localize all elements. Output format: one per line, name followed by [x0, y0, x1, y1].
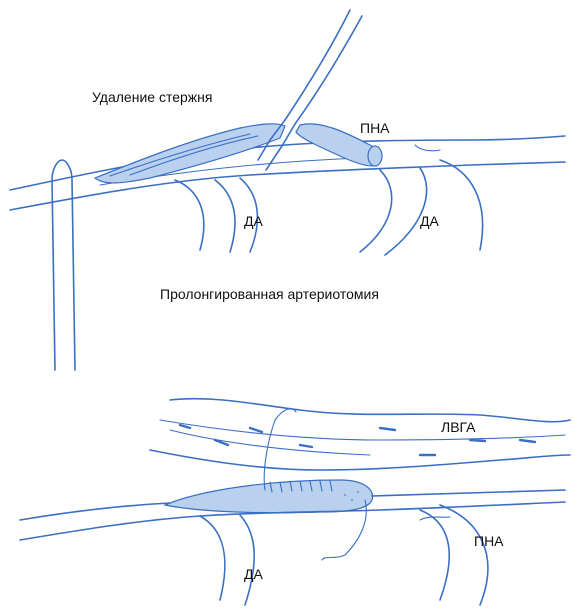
label-pna-bottom: ПНА	[474, 534, 504, 548]
label-da-bottom: ДА	[244, 567, 263, 581]
label-da-left: ДА	[244, 214, 263, 228]
label-da-right: ДА	[420, 214, 439, 228]
pna-branch	[420, 510, 449, 600]
label-pna-top: ПНА	[360, 121, 390, 135]
label-arteriotomy: Пролонгированная артериотомия	[160, 287, 379, 301]
anastomosis	[165, 480, 373, 513]
label-lvga: ЛВГА	[441, 420, 476, 434]
lvga-graft-lower	[150, 450, 570, 470]
lvga-graft-upper	[170, 399, 570, 422]
diagonal-branch	[200, 516, 225, 600]
native-artery-upper	[20, 503, 170, 520]
label-core-removal: Удаление стержня	[92, 90, 212, 104]
